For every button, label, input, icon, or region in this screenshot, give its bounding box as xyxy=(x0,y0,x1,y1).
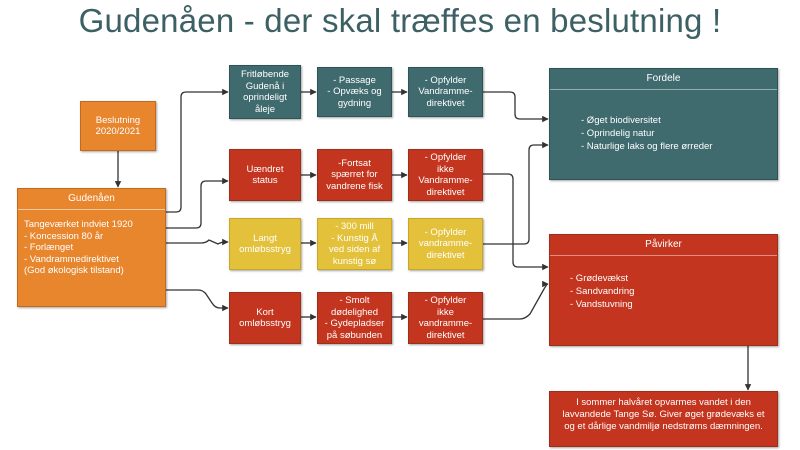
summer-warming-note: I sommer halvåret opvarmes vandet i den … xyxy=(549,391,778,447)
fordele-item: - Oprindelig natur xyxy=(581,128,655,139)
effect-smolt: - Smolt dødelighed - Gydepladser på søbu… xyxy=(317,292,392,344)
result-not-complies: - Opfylder ikke Vandramme- direktivet xyxy=(408,149,483,201)
option-label: Fritløbende Gudenå i oprindeligt åleje xyxy=(240,69,290,115)
gudenaaen-box: Gudenåen Tangeværket indviet 1920 - Konc… xyxy=(17,188,166,307)
result-label: - Opfylder ikke vandramme- direktivet xyxy=(418,295,473,341)
paavirker-item: - Grødevækst xyxy=(570,273,629,284)
option-label: Uændret status xyxy=(246,163,284,187)
arrow-row4-to-paavirker xyxy=(483,280,549,320)
result-label: - Opfylder Vandramme- direktivet xyxy=(418,74,473,109)
arrow-to-option-4 xyxy=(166,289,229,312)
arrow-row3-to-fordele xyxy=(483,141,549,245)
option-free-flowing: Fritløbende Gudenå i oprindeligt åleje xyxy=(229,65,301,119)
effect-label: - Passage - Opvæks og gydning xyxy=(327,74,382,109)
option-label: Kort omløbsstryg xyxy=(239,306,291,330)
fordele-list: - Øget biodiversitet - Oprindelig natur … xyxy=(550,90,777,153)
arrow-row1-to-fordele xyxy=(483,91,549,123)
decision-label: Beslutning 2020/2021 xyxy=(95,114,141,138)
paavirker-item: - Vandstuvning xyxy=(570,299,633,310)
result-complies: - Opfylder Vandramme- direktivet xyxy=(408,67,483,117)
gudenaaen-body: Tangeværket indviet 1920 - Koncession 80… xyxy=(24,219,133,277)
slide-title: Gudenåen - der skal træffes en beslutnin… xyxy=(78,2,722,39)
fordele-item: - Øget biodiversitet xyxy=(581,115,661,126)
paavirker-panel: Påvirker - Grødevækst - Sandvandring - V… xyxy=(549,234,778,346)
paavirker-header: Påvirker xyxy=(550,235,777,256)
fordele-item: - Naturlige laks og flere ørreder xyxy=(581,141,713,152)
fordele-panel: Fordele - Øget biodiversitet - Oprindeli… xyxy=(549,68,778,180)
effect-label: - 300 mill - Kunstig Å ved siden af kuns… xyxy=(328,221,381,267)
effect-blocked: -Fortsat spærret for vandrene fisk xyxy=(317,149,392,201)
option-label: Langt omløbsstryg xyxy=(239,232,291,256)
decision-box: Beslutning 2020/2021 xyxy=(80,101,156,151)
paavirker-list: - Grødevækst - Sandvandring - Vandstuvni… xyxy=(550,256,777,311)
effect-label: - Smolt dødelighed - Gydepladser på søbu… xyxy=(324,295,385,341)
gudenaaen-header: Gudenåen xyxy=(18,189,165,210)
option-long-bypass: Langt omløbsstryg xyxy=(229,218,301,270)
option-short-bypass: Kort omløbsstryg xyxy=(229,292,301,344)
result-label: - Opfylder ikke Vandramme- direktivet xyxy=(418,152,473,198)
effect-label: -Fortsat spærret for vandrene fisk xyxy=(326,157,383,192)
effect-passage: - Passage - Opvæks og gydning xyxy=(317,67,392,117)
arrow-to-option-2 xyxy=(166,177,229,229)
result-not-complies-2: - Opfylder ikke vandramme- direktivet xyxy=(408,292,483,344)
fordele-header: Fordele xyxy=(550,69,777,90)
arrow-to-option-3 xyxy=(166,238,229,246)
result-complies-yellow: - Opfylder vandramme- direktivet xyxy=(408,218,483,270)
effect-cost: - 300 mill - Kunstig Å ved siden af kuns… xyxy=(317,218,392,270)
arrow-to-option-1 xyxy=(166,88,229,213)
option-unchanged: Uændret status xyxy=(229,149,301,201)
arrow-row2-to-paavirker xyxy=(483,173,549,271)
paavirker-item: - Sandvandring xyxy=(570,286,635,297)
result-label: - Opfylder vandramme- direktivet xyxy=(418,226,473,261)
